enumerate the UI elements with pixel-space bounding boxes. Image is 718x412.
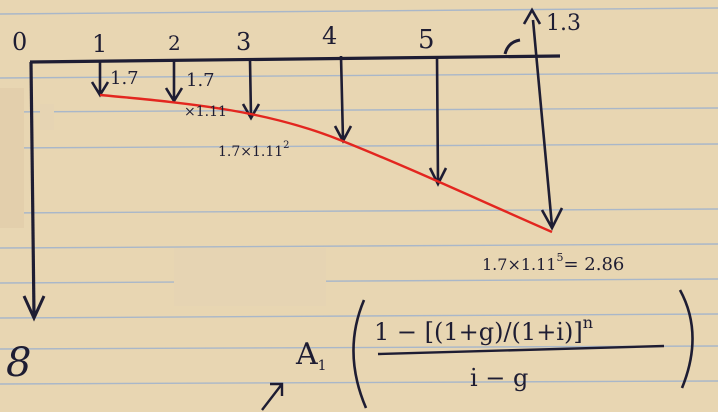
down-label: 8 [6, 340, 31, 386]
period-label-0: 0 [12, 28, 27, 56]
formula-denominator: i − g [470, 364, 528, 392]
redaction-patch-small [40, 104, 54, 130]
period-label-1: 1 [92, 30, 107, 58]
up-label: 1.3 [546, 11, 581, 36]
period-label-3: 3 [236, 28, 251, 56]
downward-arrow-shaft [29, 61, 36, 317]
cf-last-label: 1.7×1.115= 2.86 [482, 251, 624, 275]
formula-left-paren [352, 299, 368, 409]
cash-flow-arrow-4 [333, 55, 353, 144]
angle-mark [503, 38, 521, 55]
redaction-patch-center [174, 248, 326, 306]
upward-arrow-head [522, 7, 542, 25]
ruled-lines [0, 7, 718, 385]
downward-arrow-head [22, 295, 46, 322]
cf1-label: 1.7 [110, 68, 139, 89]
pointer-arrow [261, 382, 284, 411]
cash-flow-arrow-5 [428, 55, 448, 187]
cash-flow-arrow-6 [531, 19, 564, 231]
time-axis [29, 54, 561, 64]
period-label-2: 2 [168, 31, 181, 55]
cash-flow-arrow-3 [241, 59, 261, 121]
redaction-patch-left [0, 88, 24, 228]
period-label-5: 5 [418, 25, 435, 55]
formula-prefix: A1 [295, 337, 327, 374]
cash-flow-arrows [90, 19, 564, 231]
formula-fraction-bar [377, 344, 665, 356]
period-label-4: 4 [322, 22, 337, 50]
growth-curve [99, 93, 553, 234]
formula-right-paren [678, 289, 694, 389]
formula-numerator: 1 − [(1+g)/(1+i)]n [374, 313, 593, 346]
cf3-label: 1.7×1.112 [218, 140, 290, 160]
cf2-factor-label: ×1.11 [184, 104, 227, 120]
cash-flow-arrow-2 [164, 60, 184, 104]
cf2-label: 1.7 [186, 70, 215, 91]
cash-flow-arrow-1 [90, 62, 110, 98]
